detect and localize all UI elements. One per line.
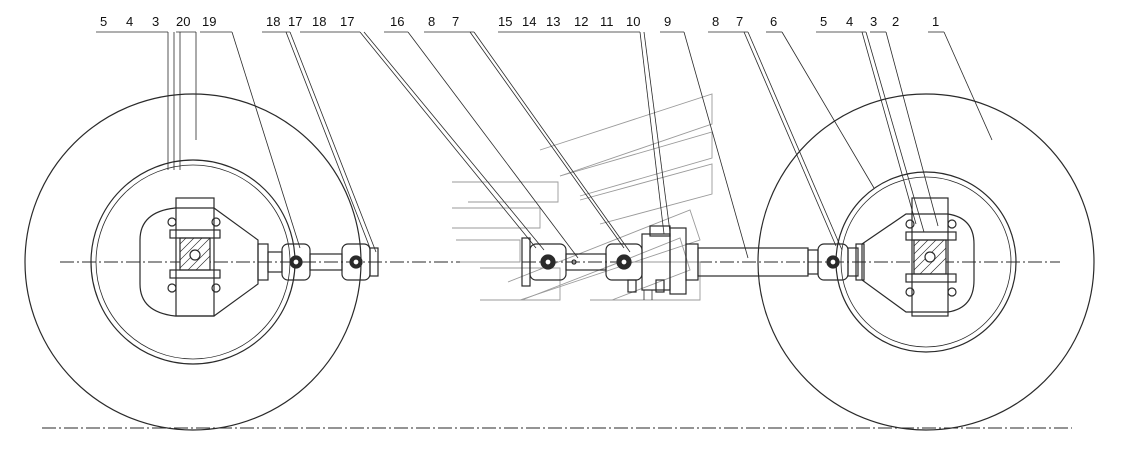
- callout-label: 3: [152, 14, 159, 29]
- callout-label: 18: [266, 14, 280, 29]
- callout-label: 9: [664, 14, 671, 29]
- callout-label: 20: [176, 14, 190, 29]
- callout-label: 19: [202, 14, 216, 29]
- left-hub-pin-top-right: [211, 217, 221, 227]
- right-hub-pin-bottom-left: [905, 287, 915, 297]
- callout-label: 5: [100, 14, 107, 29]
- callout-label: 12: [574, 14, 588, 29]
- callout-label: 10: [626, 14, 640, 29]
- callout-leaders: [96, 31, 993, 259]
- callout-labels-middle: 18 17 16 8 7 15 14 13 12 11 10 9: [312, 14, 671, 29]
- center-background-outline: [452, 93, 713, 301]
- callout-labels-left: 5 4 3 20 19 18 17: [100, 14, 302, 29]
- right-hub-flange: [855, 243, 865, 281]
- right-wheel: [757, 93, 1095, 431]
- callout-label: 17: [288, 14, 302, 29]
- right-hub-pin-top-left: [905, 219, 915, 229]
- right-hub-clamp-top: [905, 231, 957, 241]
- right-hub-block: [911, 197, 949, 317]
- callout-label: 5: [820, 14, 827, 29]
- right-hub-clamp-bottom: [905, 273, 957, 283]
- right-hub-bolt: [924, 251, 936, 263]
- callout-label: 8: [712, 14, 719, 29]
- callout-label: 4: [846, 14, 853, 29]
- left-hub-block: [175, 197, 215, 317]
- left-hub-pin-bottom-left: [167, 283, 177, 293]
- callout-label: 14: [522, 14, 536, 29]
- left-hub-bolt: [189, 249, 201, 261]
- center-mount-bolt-right: [655, 279, 665, 293]
- center-gearbox-flange: [669, 227, 687, 295]
- callout-label: 3: [870, 14, 877, 29]
- callout-label: 4: [126, 14, 133, 29]
- right-hub-housing: [861, 213, 975, 313]
- left-drive-shaft: [267, 243, 379, 281]
- right-hub-pin-bottom-right: [947, 287, 957, 297]
- callout-label: 16: [390, 14, 404, 29]
- center-gearbox-assembly: [521, 225, 687, 300]
- callout-labels-right: 8 7 6 5 4 3 2 1: [712, 14, 939, 29]
- callout-label: 15: [498, 14, 512, 29]
- right-hub-pin-top-right: [947, 219, 957, 229]
- callout-label: 7: [452, 14, 459, 29]
- callout-label: 1: [932, 14, 939, 29]
- right-rim-inner: [840, 176, 1012, 348]
- center-mount-bolt-left: [627, 279, 637, 293]
- right-rim-outer: [835, 171, 1017, 353]
- left-hub-clamp-top: [169, 229, 221, 239]
- callout-label: 11: [600, 14, 614, 29]
- left-shaft-end-flange: [369, 247, 379, 277]
- callout-label: 6: [770, 14, 777, 29]
- left-hub-housing: [139, 207, 259, 317]
- callout-label: 8: [428, 14, 435, 29]
- right-shaft-end-flange: [847, 247, 859, 277]
- callout-label: 18: [312, 14, 326, 29]
- callout-label: 13: [546, 14, 560, 29]
- callout-label: 7: [736, 14, 743, 29]
- right-tire-outline: [757, 93, 1095, 431]
- left-hub-clamp-bottom: [169, 269, 221, 279]
- left-hub-pin-bottom-right: [211, 283, 221, 293]
- callout-label: 17: [340, 14, 354, 29]
- left-hub-pin-top-left: [167, 217, 177, 227]
- callout-label: 2: [892, 14, 899, 29]
- center-shaft-ring: [571, 259, 577, 265]
